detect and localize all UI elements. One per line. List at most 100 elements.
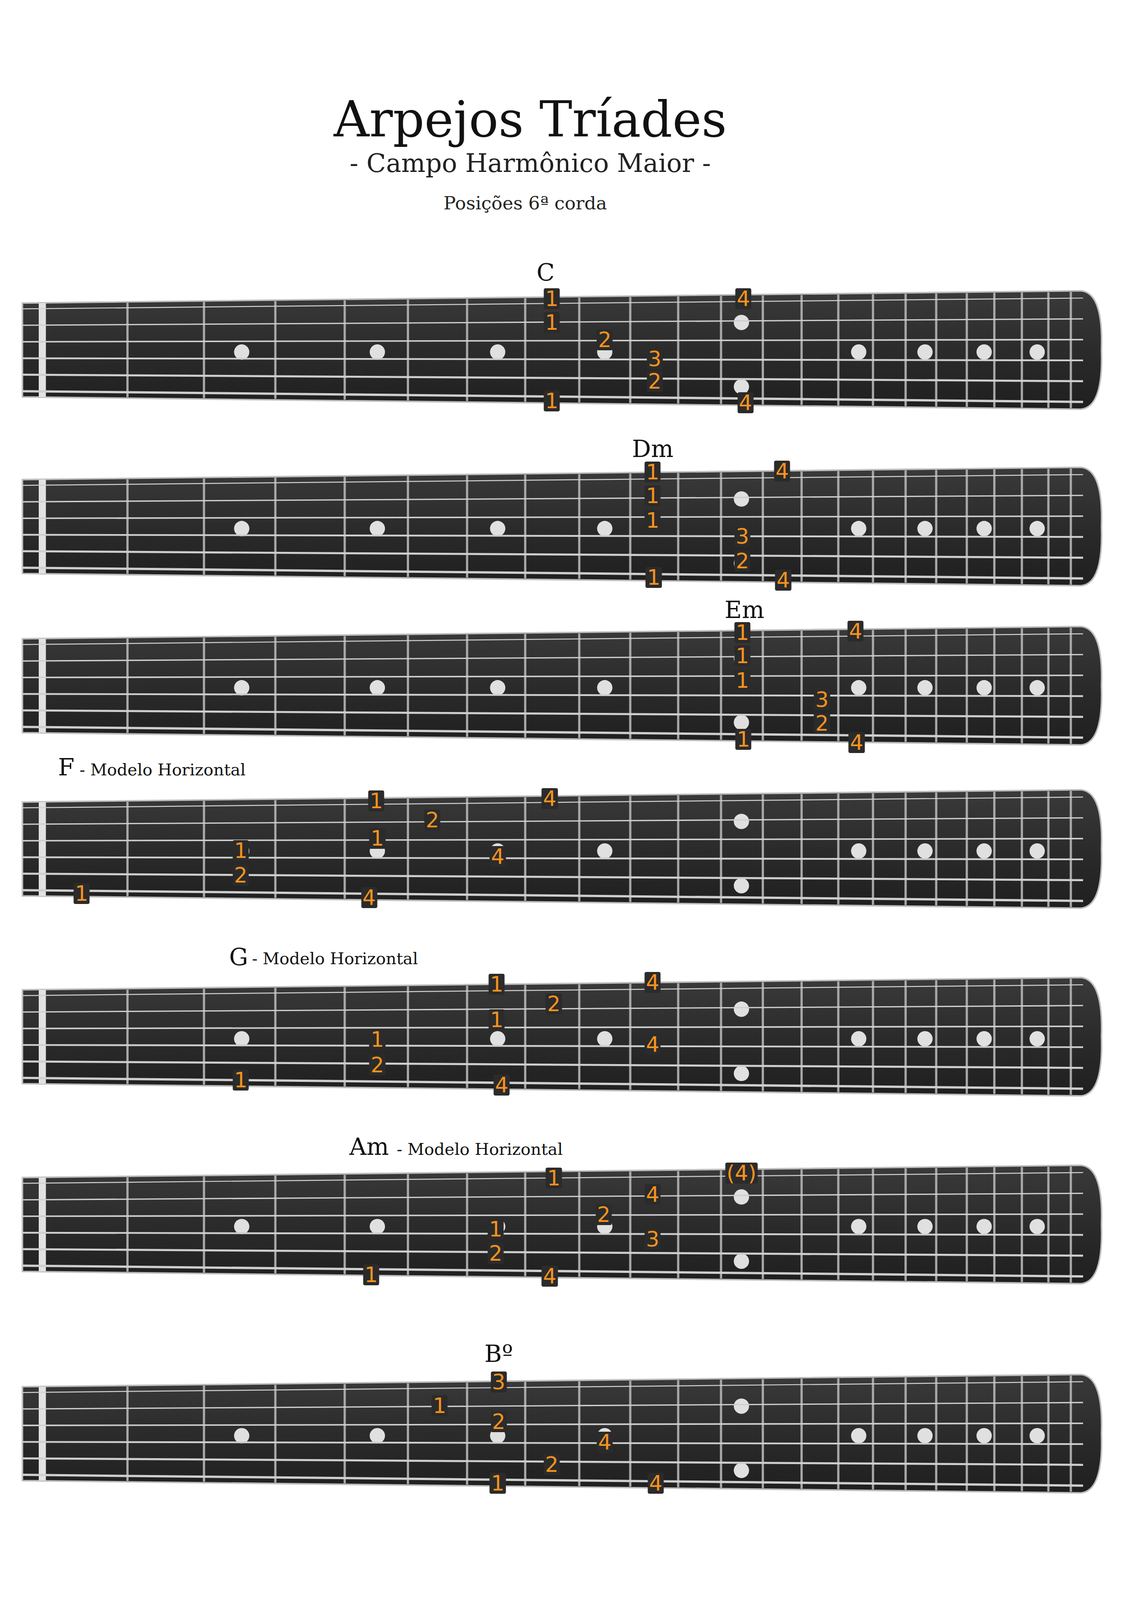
finger-number: 4 <box>774 460 791 482</box>
finger-number: 2 <box>814 712 831 734</box>
inlay-dot <box>850 843 867 859</box>
inlay-dot <box>976 843 992 859</box>
inlay-dot <box>976 344 992 360</box>
guitar-string <box>22 633 1084 645</box>
guitar-string <box>22 1441 1084 1444</box>
fret-wire <box>466 985 469 1088</box>
inlay-dot <box>369 520 386 537</box>
fret-wire <box>904 980 907 1093</box>
fret-wire <box>965 979 969 1094</box>
inlay-dot <box>976 1427 992 1444</box>
finger-number: 3 <box>644 1228 661 1250</box>
fret-wire <box>578 297 581 403</box>
finger-number: 4 <box>775 569 792 591</box>
fret-wire <box>761 982 764 1092</box>
finger-number: 1 <box>545 1167 562 1189</box>
fret-wire <box>1020 1375 1023 1491</box>
fret-wire <box>720 982 723 1091</box>
finger-number: 3 <box>646 348 663 370</box>
finger-number: 4 <box>541 788 558 810</box>
fret-wire <box>904 1168 907 1281</box>
inlay-dot <box>596 679 613 696</box>
fret-wire <box>523 633 527 738</box>
inlay-dot <box>369 679 386 696</box>
fret-wire <box>343 300 346 400</box>
fret-wire <box>1069 1375 1073 1492</box>
fret-wire <box>578 796 581 902</box>
finger-number: 2 <box>232 864 249 886</box>
inlay-dot <box>917 679 934 696</box>
fret-wire <box>965 628 969 743</box>
inlay-dot <box>369 1427 386 1444</box>
finger-number: 2 <box>545 993 562 1015</box>
finger-number: 1 <box>369 827 386 849</box>
fret-wire <box>1047 978 1050 1095</box>
guitar-string <box>22 1402 1084 1409</box>
finger-number: 4 <box>644 971 661 993</box>
fret-wire <box>837 1168 840 1280</box>
guitar-string <box>22 710 1084 717</box>
fret-wire <box>993 1376 996 1491</box>
inlay-dot <box>233 1218 250 1235</box>
inlay-dot <box>917 1218 934 1235</box>
fret-wire <box>1069 291 1073 409</box>
inlay-dot <box>490 679 506 696</box>
finger-number: 1 <box>734 622 751 644</box>
inlay-dot <box>733 314 750 331</box>
fret-wire <box>800 793 803 904</box>
fret-wire <box>871 1377 875 1489</box>
fret-wire <box>629 473 632 580</box>
finger-number: 2 <box>646 370 663 392</box>
finger-number: 4 <box>541 1265 558 1287</box>
finger-number: 1 <box>368 790 385 812</box>
fret-wire <box>677 1380 680 1488</box>
inlay-dot <box>1029 344 1045 360</box>
inlay-dot <box>733 1253 750 1269</box>
fret-wire <box>934 1376 938 1490</box>
inlay-dot <box>917 1031 934 1047</box>
fret-wire <box>677 983 680 1091</box>
inlay-dot <box>490 520 506 537</box>
fret-wire <box>406 476 410 577</box>
finger-number: 1 <box>73 882 90 904</box>
finger-number: 2 <box>424 809 441 831</box>
fret-wire <box>761 631 764 741</box>
fretboard <box>22 1165 1102 1284</box>
fret-wire <box>761 1169 764 1279</box>
inlay-dot <box>733 1189 750 1205</box>
fret-wire <box>578 474 581 580</box>
fret-wire <box>406 798 410 900</box>
inlay-dot <box>850 1218 867 1235</box>
inlay-dot <box>1029 1031 1045 1047</box>
fret-wire <box>274 987 277 1086</box>
fret-wire <box>934 792 938 906</box>
inlay-dot <box>733 1065 750 1082</box>
inlay-dot <box>917 843 934 859</box>
fret-wire <box>343 477 346 577</box>
finger-number: 1 <box>543 390 560 412</box>
chord-name: Bº <box>484 1341 514 1366</box>
finger-number: 2 <box>734 550 751 572</box>
finger-number: 1 <box>232 840 249 862</box>
guitar-string <box>22 1061 1084 1068</box>
fret-wire <box>871 793 875 905</box>
fret-wire <box>466 298 469 401</box>
fret-wire <box>466 634 469 737</box>
inlay-dot <box>917 344 934 360</box>
fret-wire <box>523 1381 527 1486</box>
fret-wire <box>343 799 346 899</box>
guitar-string <box>22 495 1084 502</box>
fret-wire <box>343 636 346 736</box>
inlay-dot <box>596 520 613 537</box>
guitar-string <box>22 551 1084 558</box>
inlay-dot <box>850 344 867 360</box>
nut <box>38 1177 47 1272</box>
fret-wire <box>202 478 206 575</box>
fret-wire <box>800 471 803 582</box>
finger-number: 4 <box>737 392 754 414</box>
fret-wire <box>965 1376 969 1491</box>
chord-name: Am <box>349 1134 390 1159</box>
finger-number: 4 <box>848 731 865 753</box>
fret-wire <box>126 801 129 897</box>
